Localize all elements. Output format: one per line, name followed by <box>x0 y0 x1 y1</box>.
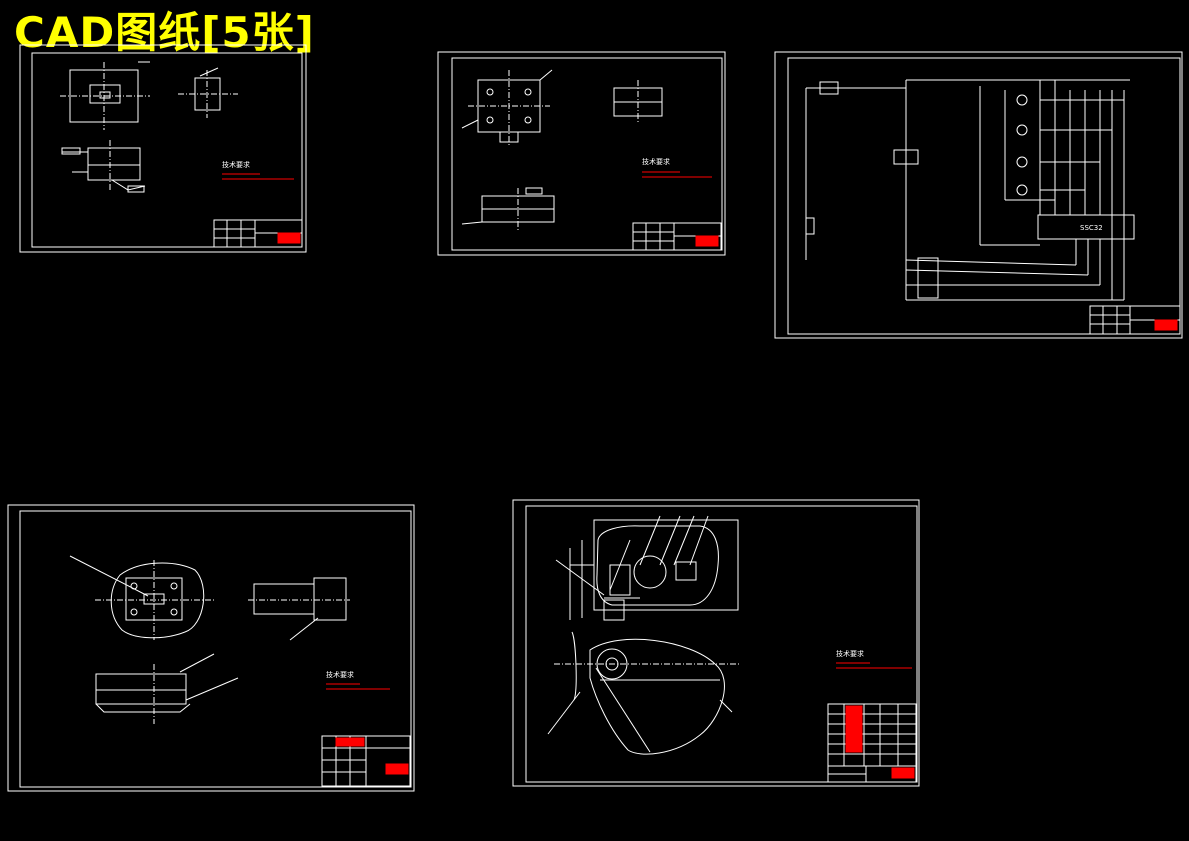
part-section-view <box>61 140 146 193</box>
notes-lines <box>836 662 912 669</box>
circuit-schematic <box>805 79 1135 301</box>
title-block <box>632 222 722 251</box>
drawing-sheet-3[interactable]: SSC32 <box>774 51 1183 339</box>
title-block <box>213 219 303 248</box>
housing-top-view <box>69 555 215 640</box>
housing-section-view <box>95 653 239 724</box>
plate-section-view <box>461 187 555 232</box>
notes-heading: 技术要求 <box>222 160 250 169</box>
assembly-upper-view <box>555 515 739 621</box>
part-side-view <box>178 67 238 118</box>
page-title: CAD图纸[5张] <box>14 8 315 57</box>
notes-lines <box>642 171 712 178</box>
notes-heading: 技术要求 <box>326 670 354 679</box>
assembly-lower-view <box>547 631 740 755</box>
drawing-sheet-4[interactable]: 技术要求 <box>7 504 415 792</box>
notes-heading: 技术要求 <box>836 649 864 658</box>
notes-lines <box>222 173 294 180</box>
plate-side-view <box>613 80 663 124</box>
title-block <box>321 735 411 787</box>
drawing-sheet-2[interactable]: 技术要求 <box>437 51 726 256</box>
drawing-sheet-1[interactable]: 技术要求 <box>19 44 307 253</box>
chip-label: SSC32 <box>1080 224 1103 232</box>
housing-side-view <box>248 577 350 641</box>
notes-lines <box>326 683 390 690</box>
title-block <box>827 703 917 783</box>
title-block <box>1089 305 1181 335</box>
part-top-view <box>60 61 150 130</box>
notes-heading: 技术要求 <box>642 157 670 166</box>
drawing-sheet-5[interactable]: 技术要求 <box>512 499 920 787</box>
plate-top-view <box>461 69 553 145</box>
